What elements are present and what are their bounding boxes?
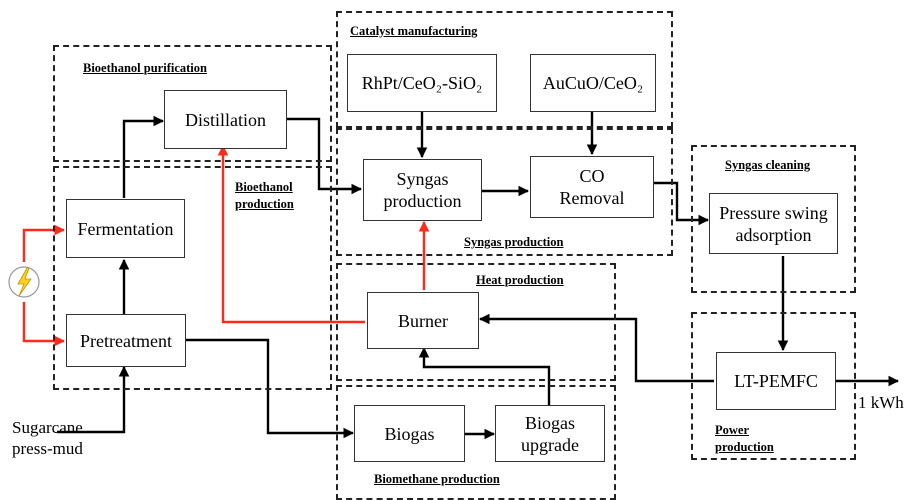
group-label-power-1: Power (715, 423, 750, 437)
node-ltpemfc-label: LT-PEMFC (734, 371, 818, 391)
node-fermentation: Fermentation (66, 199, 185, 258)
group-power-production: Power production (691, 312, 856, 460)
group-syngas-production: Syngas production (336, 128, 673, 256)
red-arrow-electricity-to-fermentation (22, 224, 66, 262)
node-rhpt-catalyst: RhPt/CeO₂-SiO₂ (347, 54, 497, 112)
node-co-removal: CO Removal (530, 156, 654, 218)
node-syngas-production: Syngas production (363, 159, 482, 221)
node-co-label-1: CO (579, 166, 605, 186)
group-label-heat-production: Heat production (476, 273, 564, 287)
group-label-syngas-production: Syngas production (464, 235, 564, 249)
node-fermentation-label: Fermentation (77, 218, 174, 239)
node-syngas-label-1: Syngas (396, 169, 449, 189)
arrow-fermentation-to-distillation (122, 115, 165, 198)
node-biogas-upgrade-label-2: upgrade (521, 434, 579, 455)
node-pretreatment-label: Pretreatment (80, 330, 172, 351)
node-burner-label: Burner (398, 310, 448, 331)
group-label-bioethanol-1: Bioethanol (235, 180, 293, 194)
input-feedstock-line-1: Sugarcane (12, 418, 83, 437)
group-bioethanol-purification: Bioethanol purification (53, 45, 332, 162)
node-co-label-2: Removal (559, 188, 625, 208)
red-arrow-electricity-to-pretreatment (22, 302, 66, 347)
node-burner: Burner (367, 292, 479, 349)
node-pretreatment: Pretreatment (66, 314, 186, 367)
node-pressure-swing-adsorption: Pressure swing adsorption (709, 193, 838, 254)
group-label-syngas-cleaning: Syngas cleaning (725, 158, 811, 172)
arrow-pretreatment-to-biogas (186, 338, 355, 439)
red-arrow-burner-to-distillation (217, 144, 365, 324)
arrow-ltpemfc-to-burner (478, 313, 714, 383)
group-catalyst-manufacturing: Catalyst manufacturing (336, 11, 673, 128)
group-label-bioethanol-2: production (235, 197, 294, 211)
node-syngas-label-2: production (383, 191, 462, 211)
node-biogas-upgrade: Biogas upgrade (495, 405, 605, 462)
group-label-catalyst: Catalyst manufacturing (350, 24, 478, 38)
node-biogas-label: Biogas (384, 423, 435, 444)
node-psa-label-2: adsorption (735, 224, 812, 245)
group-label-purification: Bioethanol purification (83, 61, 207, 75)
group-bioethanol-production: Bioethanol production (53, 166, 332, 390)
group-label-power-2: production (715, 440, 774, 454)
node-psa-label-1: Pressure swing (719, 202, 828, 223)
arrow-distillation-to-syngas (287, 117, 363, 195)
node-aucuo-label: AuCuO/CeO₂ (542, 73, 644, 93)
node-biogas: Biogas (354, 405, 465, 462)
node-aucuo-catalyst: AuCuO/CeO₂ (530, 54, 656, 112)
input-feedstock-label: Sugarcane press-mud (12, 417, 83, 459)
node-biogas-upgrade-label-1: Biogas (524, 412, 575, 433)
group-syngas-cleaning: Syngas cleaning (691, 145, 856, 293)
output-power-label: 1 kWh (858, 393, 904, 412)
group-label-biomethane: Biomethane production (374, 472, 500, 486)
lightning-bolt-icon (8, 266, 40, 298)
group-heat-production: Heat production (336, 263, 616, 381)
node-distillation-label: Distillation (185, 109, 266, 130)
input-feedstock-line-2: press-mud (12, 439, 83, 458)
node-rhpt-label: RhPt/CeO₂-SiO₂ (361, 73, 483, 93)
node-distillation: Distillation (164, 90, 287, 149)
node-lt-pemfc: LT-PEMFC (716, 352, 836, 410)
